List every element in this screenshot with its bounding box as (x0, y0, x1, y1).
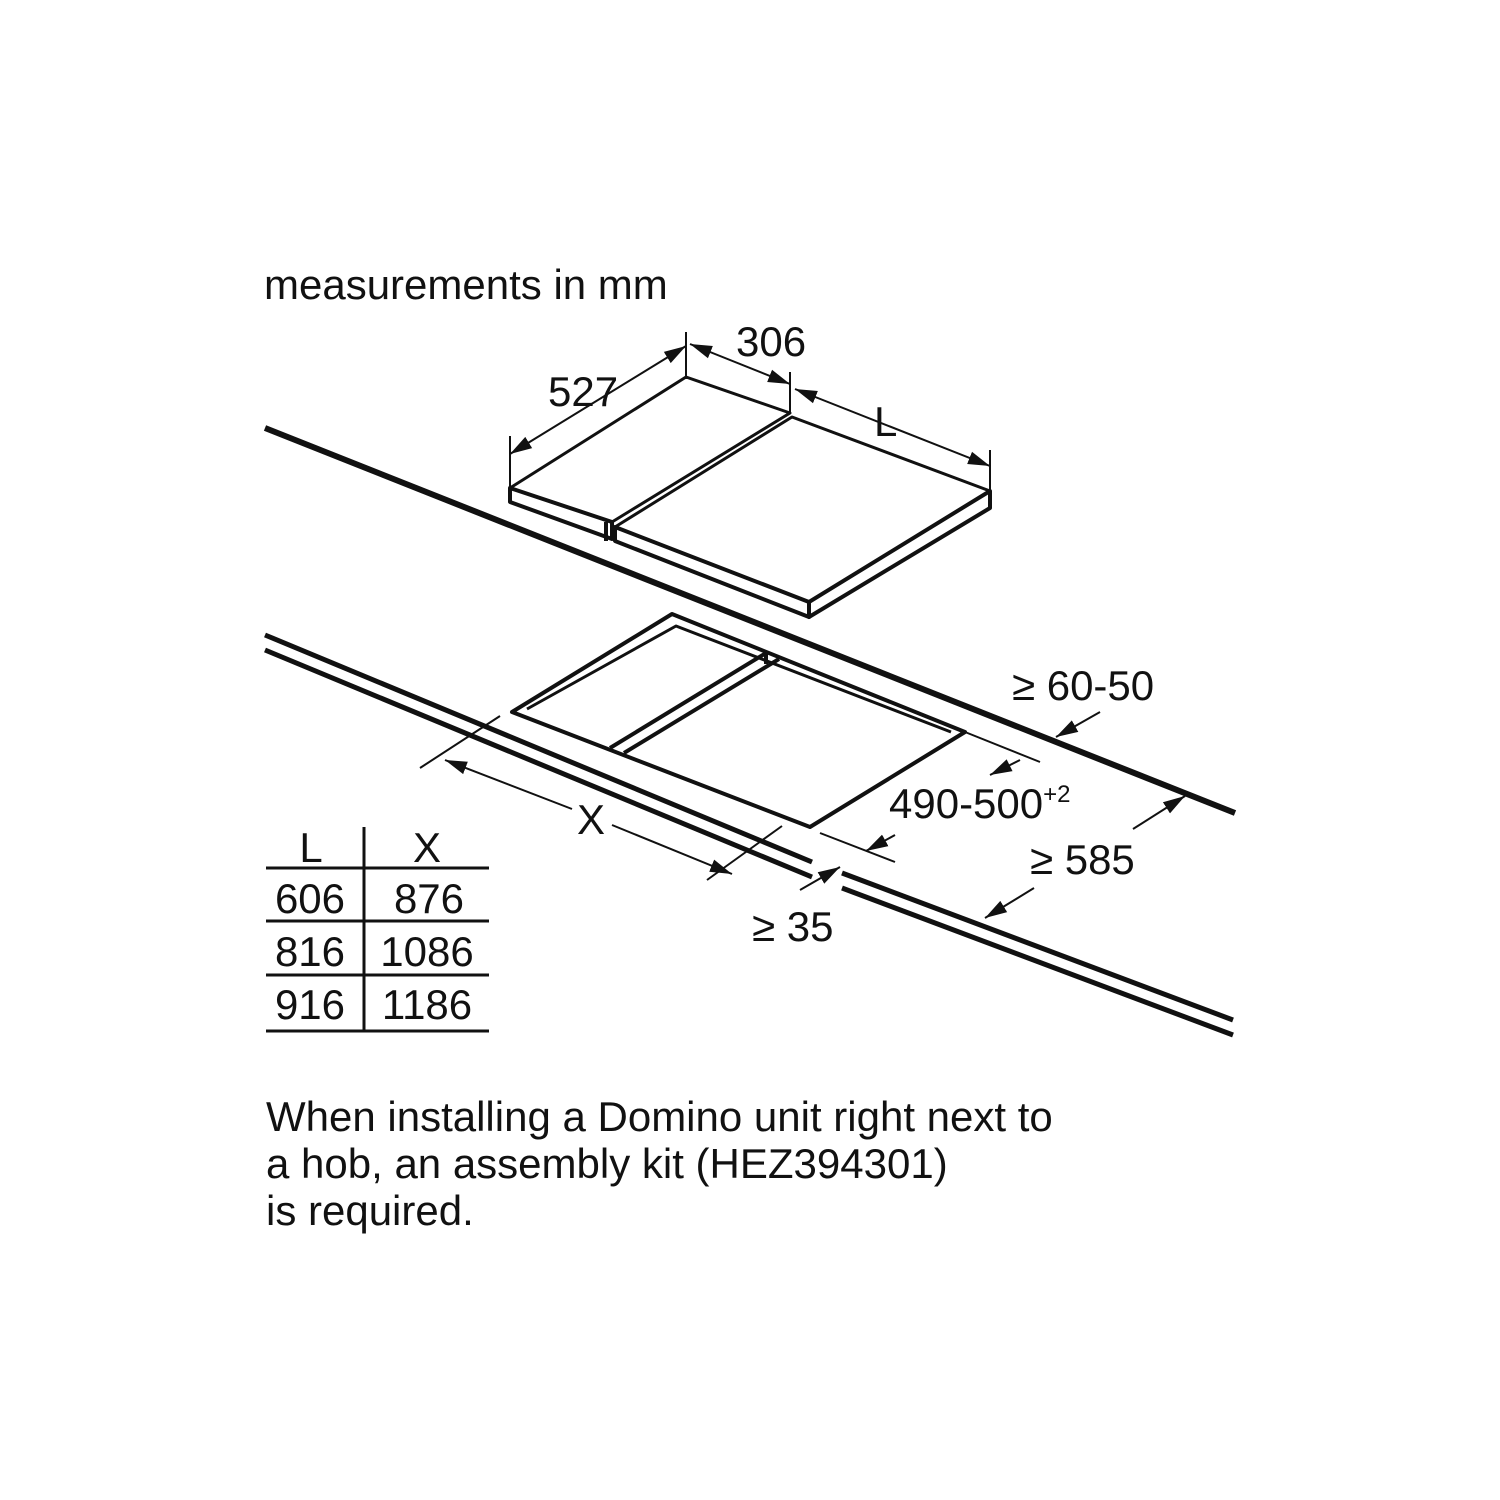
table-header-X: X (413, 824, 441, 871)
dim-490-500 (819, 731, 1041, 863)
diagram-title: measurements in mm (264, 261, 668, 308)
dim-585 (984, 795, 1186, 919)
worktop-back-edge (263, 425, 1237, 816)
dim-L-label: L (874, 398, 897, 445)
dim-306-label: 306 (736, 318, 806, 365)
table-cell: 1086 (380, 928, 473, 975)
dim-490-500-value: 490-500 (889, 780, 1043, 827)
note-line: is required. (266, 1187, 474, 1234)
table-cell: 1186 (382, 981, 472, 1028)
dim-X (419, 715, 783, 881)
dim-490-500-tolerance: +2 (1043, 781, 1070, 808)
dim-35 (799, 866, 841, 891)
table-header-L: L (299, 824, 322, 871)
note-line: When installing a Domino unit right next… (266, 1093, 1053, 1140)
dim-X-label: X (577, 796, 605, 843)
note-line: a hob, an assembly kit (HEZ394301) (266, 1140, 948, 1187)
dim-527-label: 527 (548, 368, 618, 415)
dim-306 (689, 343, 791, 413)
dim-490-500-label: 490-500+2 (889, 780, 1071, 827)
table-cell: 816 (275, 928, 345, 975)
dim-60-50-label: ≥ 60-50 (1012, 662, 1154, 709)
table-cell: 606 (275, 875, 345, 922)
dim-585-label: ≥ 585 (1030, 836, 1135, 883)
worktop-front-edge (264, 632, 1234, 1038)
dim-527 (509, 332, 687, 488)
dim-L (794, 388, 991, 491)
dim-35-label: ≥ 35 (752, 903, 833, 950)
dim-60-50 (1055, 711, 1101, 738)
table-cell: 916 (275, 981, 345, 1028)
table-cell: 876 (394, 875, 464, 922)
size-table: L X 606 876 816 1086 916 1186 (266, 824, 489, 1033)
installation-note: When installing a Domino unit right next… (266, 1093, 1053, 1234)
